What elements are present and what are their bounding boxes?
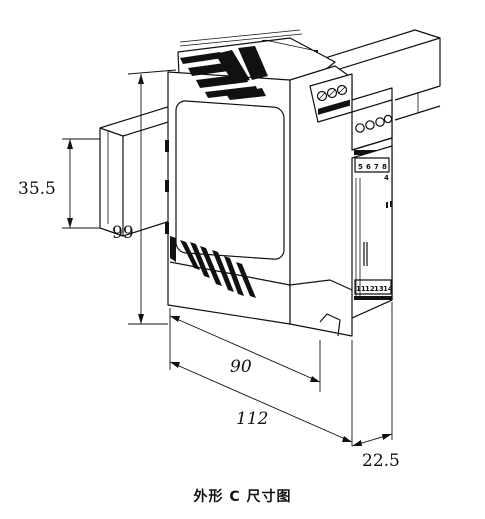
module-housing — [165, 29, 393, 337]
terminal-label: 11 — [356, 285, 366, 293]
diagram-caption: 外形 C 尺寸图 — [193, 489, 292, 505]
rail-height-value: 35.5 — [18, 179, 56, 199]
side-label-recess — [175, 100, 285, 260]
upper-terminal-screws — [316, 84, 348, 102]
back-ribs — [179, 29, 313, 51]
dimension-rail-height: 35.5 — [18, 138, 100, 229]
terminal-label: 12 — [365, 285, 375, 293]
height-value: 99 — [112, 223, 134, 243]
depth-total-value: 112 — [236, 409, 268, 429]
dimension-height: 99 — [112, 69, 177, 325]
upper-terminal-labels: 5 6 7 8 4 — [354, 157, 390, 182]
terminal-label: 5 — [358, 163, 363, 171]
terminal-label: 6 — [366, 163, 371, 171]
front-vent-marks — [363, 242, 368, 266]
lower-terminal-labels: 11 12 13 14 — [354, 279, 393, 295]
top-vent-ridges — [180, 46, 268, 100]
terminal-label: 8 — [382, 163, 387, 171]
terminal-label: 4 — [384, 174, 389, 182]
terminal-label: 13 — [374, 285, 384, 293]
terminal-label: 7 — [374, 163, 379, 171]
side-clips — [165, 140, 169, 234]
bottom-vent-stripes — [170, 236, 256, 298]
width-value: 22.5 — [362, 451, 400, 471]
lower-terminal-screws — [355, 114, 393, 133]
dimension-depth-front: 90 — [169, 308, 321, 392]
dimension-depth-total: 112 — [169, 340, 353, 446]
front-panel: 5 6 7 8 4 11 12 13 14 — [309, 73, 393, 319]
dimension-width: 22.5 — [351, 302, 400, 471]
depth-front-value: 90 — [230, 357, 252, 377]
led-indicators — [386, 201, 392, 208]
terminal-label: 14 — [383, 285, 393, 293]
